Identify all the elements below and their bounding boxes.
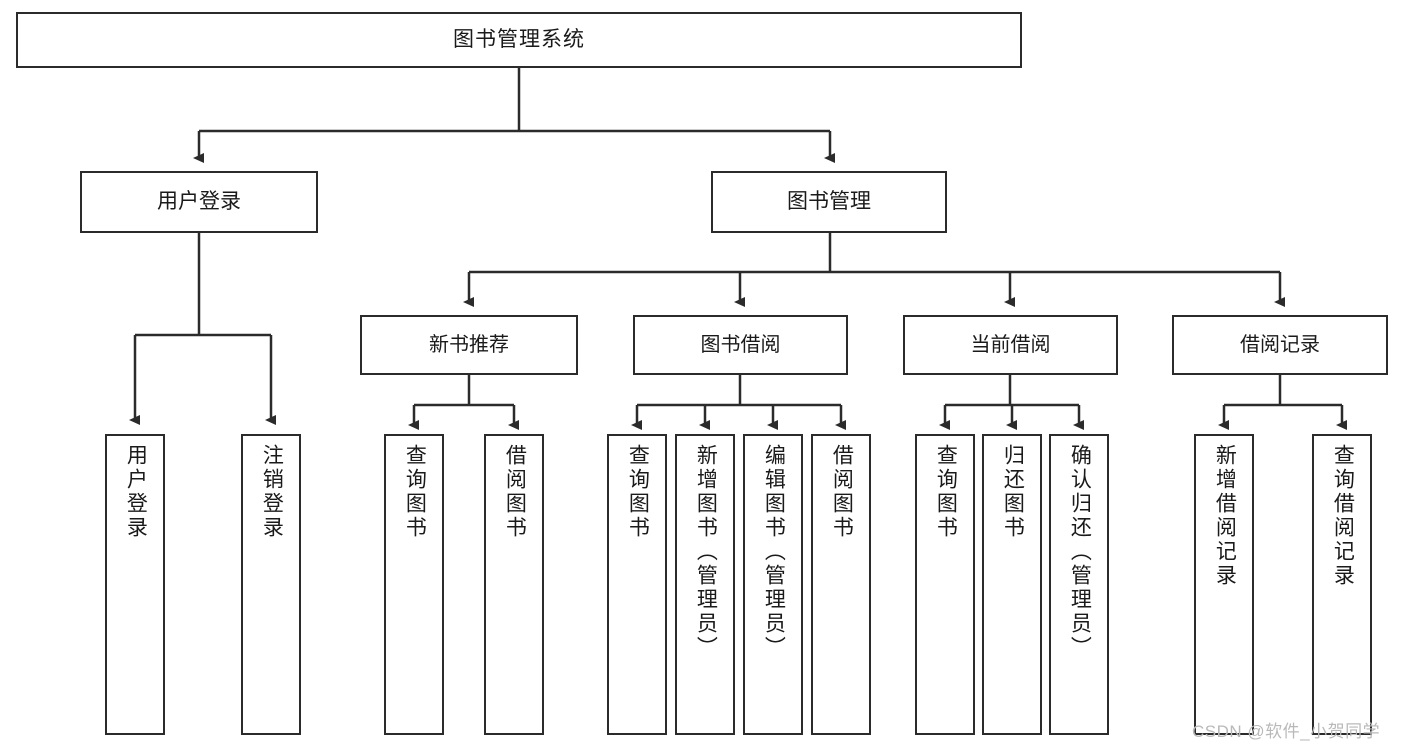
leaf-book-borrow-edit-book-admin[interactable]: 编辑图书（管理员） — [743, 434, 803, 735]
leaf-current-borrow-query-book[interactable]: 查询图书 — [915, 434, 975, 735]
node-label: 查询图书 — [403, 444, 427, 540]
node-current-borrow[interactable]: 当前借阅 — [903, 315, 1118, 375]
node-new-book-recommend[interactable]: 新书推荐 — [360, 315, 578, 375]
node-label: 归还图书 — [1001, 444, 1025, 540]
node-label: 查询图书 — [934, 444, 958, 540]
node-label: 确认归还（管理员） — [1068, 444, 1092, 660]
node-book-borrow[interactable]: 图书借阅 — [633, 315, 848, 375]
leaf-book-borrow-query-book[interactable]: 查询图书 — [607, 434, 667, 735]
leaf-borrow-record-query-record[interactable]: 查询借阅记录 — [1312, 434, 1372, 735]
leaf-user-login-login[interactable]: 用户登录 — [105, 434, 165, 735]
node-label: 借阅记录 — [1240, 333, 1320, 356]
node-label: 借阅图书 — [503, 444, 527, 540]
leaf-new-book-borrow-book[interactable]: 借阅图书 — [484, 434, 544, 735]
node-label: 图书管理 — [787, 190, 871, 214]
node-label: 新增图书（管理员） — [694, 444, 718, 660]
leaf-new-book-query-book[interactable]: 查询图书 — [384, 434, 444, 735]
node-label: 新增借阅记录 — [1213, 444, 1237, 588]
leaf-book-borrow-borrow-book[interactable]: 借阅图书 — [811, 434, 871, 735]
node-label: 用户登录 — [124, 444, 148, 540]
csdn-watermark: CSDN @软件_小贺同学 — [1192, 717, 1380, 742]
node-root-book-management-system[interactable]: 图书管理系统 — [16, 12, 1022, 68]
watermark-text: CSDN @软件_小贺同学 — [1192, 722, 1381, 741]
node-label: 查询图书 — [626, 444, 650, 540]
leaf-user-login-logout[interactable]: 注销登录 — [241, 434, 301, 735]
node-label: 用户登录 — [157, 190, 241, 214]
node-label: 查询借阅记录 — [1331, 444, 1355, 588]
node-user-login[interactable]: 用户登录 — [80, 171, 318, 233]
node-book-management[interactable]: 图书管理 — [711, 171, 947, 233]
node-label: 新书推荐 — [429, 333, 509, 356]
node-label: 当前借阅 — [970, 333, 1051, 356]
node-label: 借阅图书 — [830, 444, 854, 540]
leaf-current-borrow-confirm-return-admin[interactable]: 确认归还（管理员） — [1049, 434, 1109, 735]
node-label: 注销登录 — [260, 444, 284, 540]
node-borrow-record[interactable]: 借阅记录 — [1172, 315, 1388, 375]
node-label: 图书借阅 — [700, 333, 781, 356]
leaf-borrow-record-add-record[interactable]: 新增借阅记录 — [1194, 434, 1254, 735]
leaf-current-borrow-return-book[interactable]: 归还图书 — [982, 434, 1042, 735]
node-label: 编辑图书（管理员） — [762, 444, 786, 660]
leaf-book-borrow-add-book-admin[interactable]: 新增图书（管理员） — [675, 434, 735, 735]
node-label: 图书管理系统 — [453, 28, 585, 52]
